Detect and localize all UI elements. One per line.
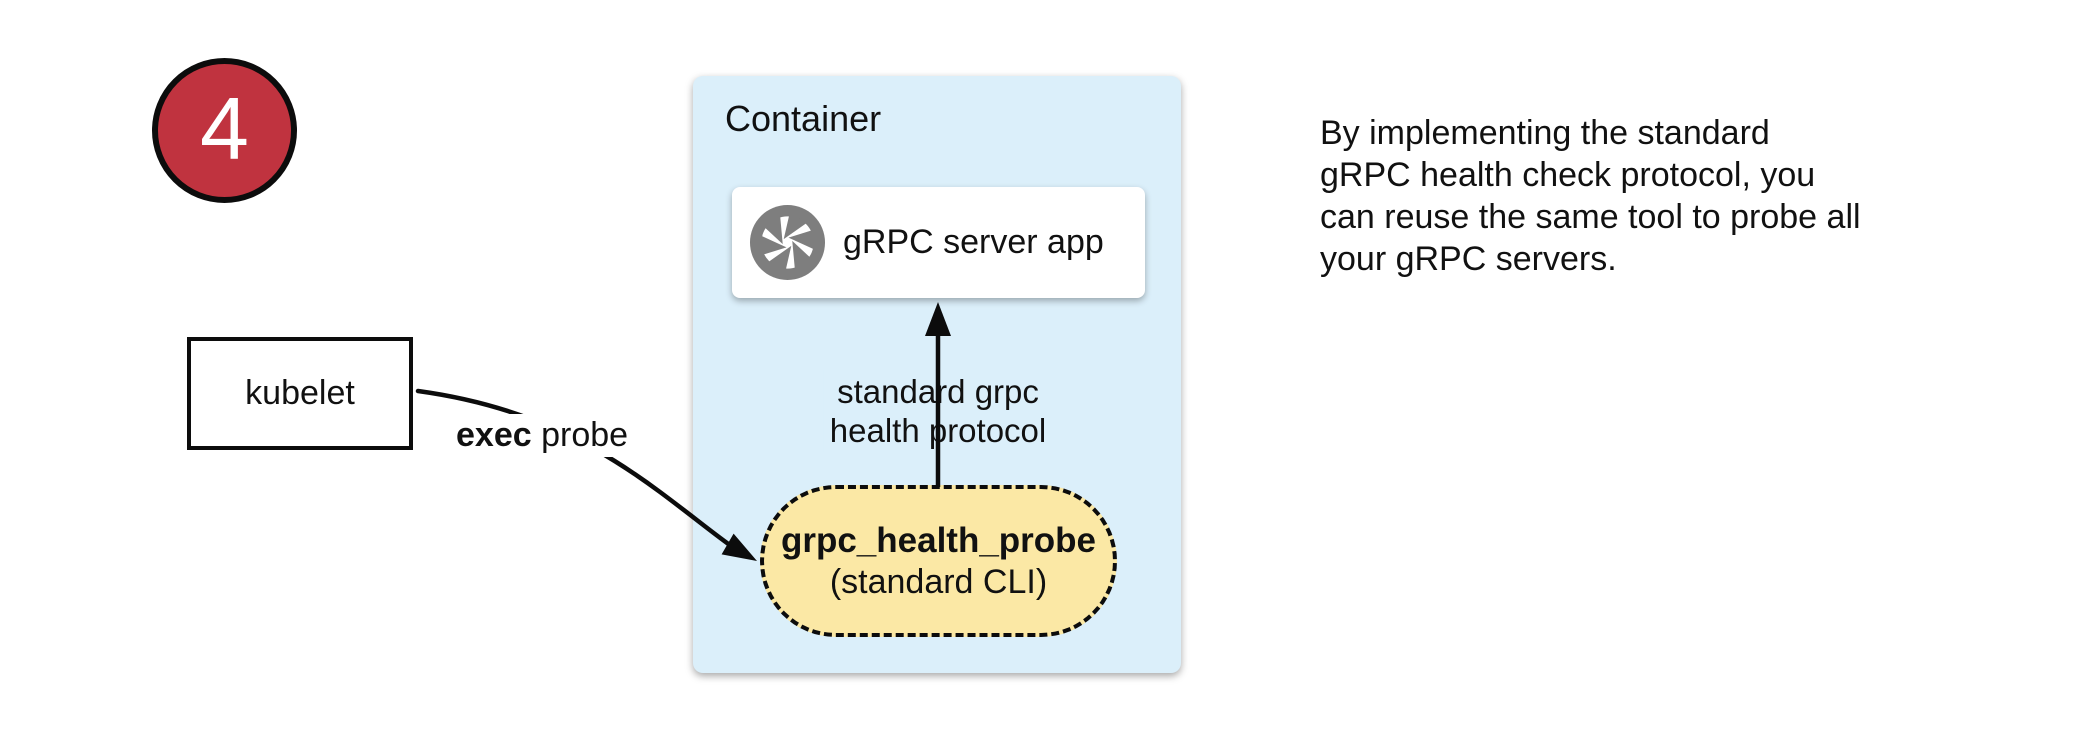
grpc-health-probe-name: grpc_health_probe: [780, 521, 1097, 560]
grpc-health-probe-node: grpc_health_probe (standard CLI): [760, 485, 1117, 637]
aperture-icon: [749, 204, 826, 281]
grpc-server-app-node: gRPC server app: [732, 187, 1145, 298]
kubelet-node: kubelet: [187, 337, 413, 450]
container-title: Container: [725, 98, 882, 139]
side-note: By implementing the standard gRPC health…: [1320, 114, 1861, 278]
container-node: Container gRPC server app standard grpc …: [693, 76, 1181, 673]
health-protocol-label: standard grpc health protocol: [823, 370, 1053, 452]
kubelet-label: kubelet: [245, 374, 355, 412]
exec-probe-label-bold: exec: [456, 416, 532, 454]
exec-probe-label: exec probe: [450, 414, 635, 457]
grpc-health-probe-subtitle: (standard CLI): [829, 563, 1048, 601]
step-number: 4: [200, 78, 249, 178]
step-badge: 4: [152, 58, 297, 203]
exec-probe-label-rest: probe: [531, 416, 629, 454]
grpc-server-app-label: gRPC server app: [843, 223, 1104, 261]
